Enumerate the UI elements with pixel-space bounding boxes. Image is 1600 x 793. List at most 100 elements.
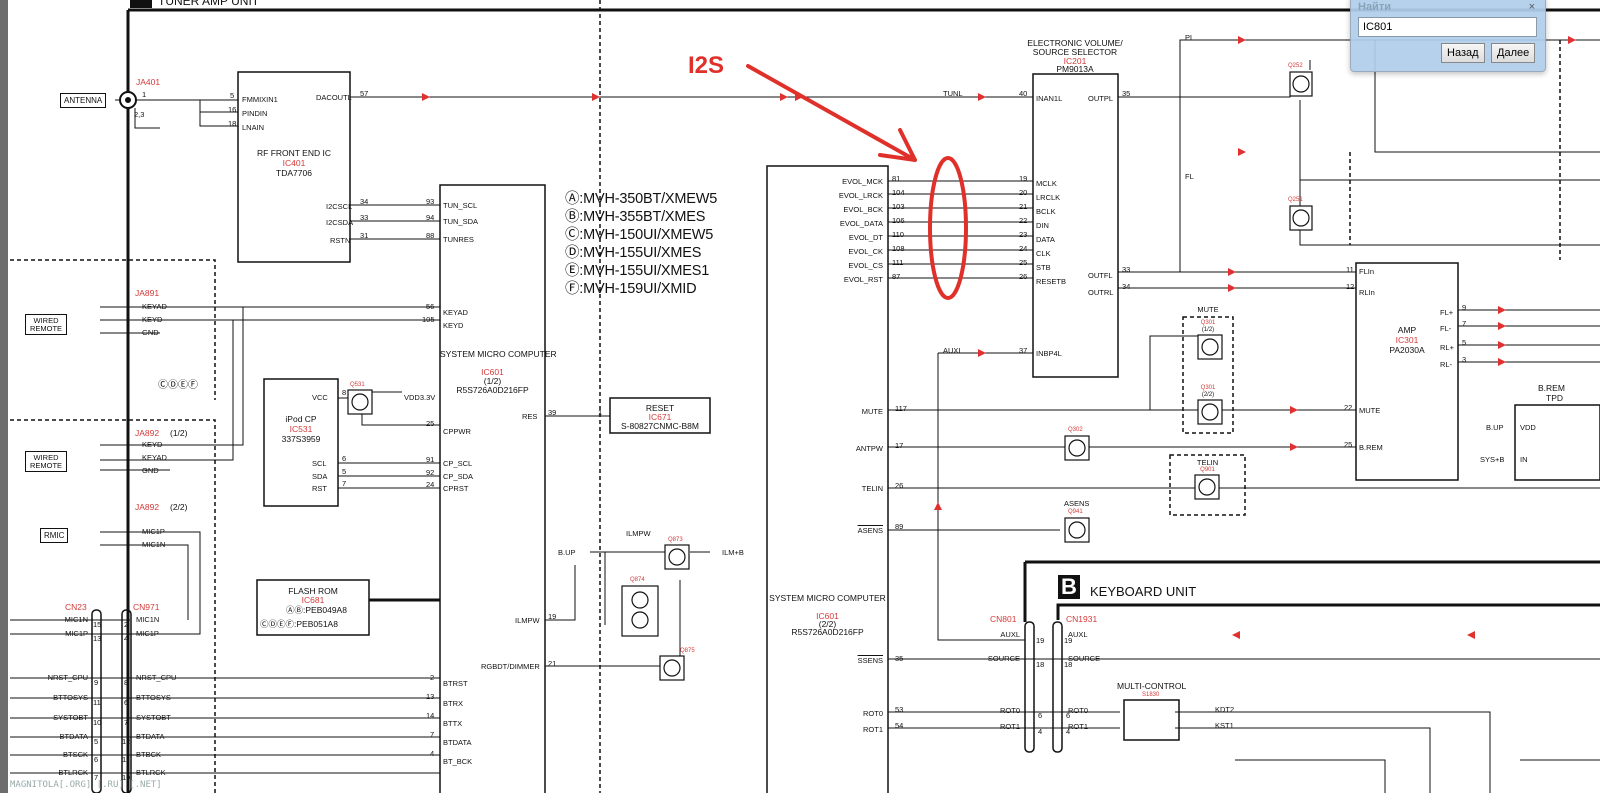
multi-control-label: MULTI-CONTROL [1117,681,1187,691]
pin-number: 110 [892,230,904,239]
model-item: Ⓓ:MVH-155UI/XMES [565,245,702,261]
pin-label: CP_SCL [443,459,473,468]
pin-label: GND [142,466,159,475]
pin-number: 22 [1344,403,1353,412]
pin-number: 34 [360,197,369,206]
pin-number: 35 [1122,89,1131,98]
ic-sub: (2/2) [818,619,837,629]
pin-number: 7 [1462,319,1467,328]
pin-label: BTTX [443,719,463,728]
pin-label: KEYD [142,440,163,449]
find-input[interactable] [1358,17,1537,37]
pin-label: EVOL_DATA [839,219,883,228]
signal-label: SYSTOBT [136,713,171,722]
find-back-button[interactable]: Назад [1441,43,1485,63]
signal-label: BTTOSYS [53,693,88,702]
pin-label: ASENS [857,526,883,535]
pin-number: 106 [892,216,905,225]
signal-label: ROT1 [999,722,1020,731]
telin-label: TELIN [1196,458,1219,467]
pin-label: KEYD [142,315,163,324]
pin-number: 9 [94,678,99,687]
ic-ref: IC681 [301,595,325,605]
find-dialog-title: Найти [1358,1,1391,13]
pin-label: EVOL_MCK [842,177,883,186]
pin-label: KEYAD [142,453,167,462]
pin-number: 26 [1019,272,1028,281]
pin-label: EVOL_CK [848,247,883,256]
pin-number: 8 [124,678,129,687]
pin-label: INAN1L [1036,94,1063,103]
pin-label: ROT1 [862,725,883,734]
signal-label: MIC1P [65,629,88,638]
bup-label: B.UP [558,548,576,557]
pin-number: 25 [1344,440,1353,449]
ja892-ref: JA892 [135,502,160,512]
signal-label: SOURCE [987,654,1020,663]
q901-ref: Q901 [1200,467,1215,473]
signal-label: SYSTOBT [53,713,88,722]
pin-label: TUN_SDA [443,217,479,226]
find-next-button[interactable]: Далее [1491,43,1536,63]
cn971-ref: CN971 [133,602,160,612]
signal-label: SOURCE [1068,654,1101,663]
pin-number: 54 [895,721,904,730]
pin-label: OUTRL [1088,288,1114,297]
mute-label: MUTE [1197,305,1219,314]
pin-number: 111 [892,258,904,267]
pin-number: 24 [1019,244,1028,253]
pin-label: MUTE [1359,406,1381,415]
ic-part: S-80827CNMC-B8M [621,421,699,431]
pin-label: B.REM [1359,443,1383,452]
pin-label: OUTFL [1088,271,1113,280]
flash-variant: ⒶⒷ:PEB049A8 [286,605,347,615]
pin-number: 117 [895,404,907,413]
pin-label: RESETB [1036,277,1067,286]
wired-remote-label: WIRED REMOTE [25,451,67,472]
ic-title: SYSTEM MICRO COMPUTER [440,349,557,359]
model-item: Ⓑ:MVH-355BT/XMES [565,209,706,225]
pin-number: 6 [1038,711,1043,720]
pin-number: 5 [342,467,347,476]
pin-label: MUTE [861,407,883,416]
ic-part: PM9013A [1056,64,1094,74]
ic-title: SOURCE SELECTOR [1032,47,1118,57]
pin-label: EVOL_LRCK [838,191,883,200]
pin-number: 2 [430,673,435,682]
pin-number: 7 [94,773,99,782]
ja892-sub: (2/2) [170,502,188,512]
pin-label: FMMIXIN1 [242,95,278,104]
q873-ref: Q873 [668,537,683,543]
pin-label: VCC [312,393,328,402]
ic-part: R5S726A0D216FP [456,385,529,395]
keyboard-unit-title: KEYBOARD UNIT [1090,584,1197,599]
pin-number: 7 [124,718,129,727]
q875-ref: Q875 [680,648,695,654]
pin-label: MIC1P [142,527,165,536]
ic-ref: IC531 [289,424,313,434]
pin-number: 104 [892,188,905,197]
signal-label: KDT2 [1215,705,1235,714]
pin-label: INBP4L [1036,349,1062,358]
pin-label: BTDATA [443,738,472,747]
pin-label: DACOUTL [316,93,352,102]
ja891-ref: JA891 [135,288,160,298]
close-icon[interactable]: × [1528,1,1535,13]
sysb-label: SYS+B [1480,455,1505,464]
pin-label: SSENS [857,656,883,665]
pin-number: 23 [1019,230,1028,239]
pin-number: 93 [426,197,435,206]
pin-number: 105 [422,315,435,324]
pin: 1 [142,90,147,99]
pin-label: SDA [312,472,328,481]
pin-label: PINDIN [242,109,268,118]
pin-label: CPRST [443,484,469,493]
pin-label: EVOL_CS [848,261,883,270]
pin-number: 4 [124,634,129,643]
window-scrollbar[interactable] [0,0,8,793]
pin-number: 56 [426,302,435,311]
pin-number: 13 [93,634,102,643]
cn801-ref: CN801 [990,614,1017,624]
pin-number: 34 [1122,282,1131,291]
pin-label: RGBDT/DIMMER [481,662,540,671]
